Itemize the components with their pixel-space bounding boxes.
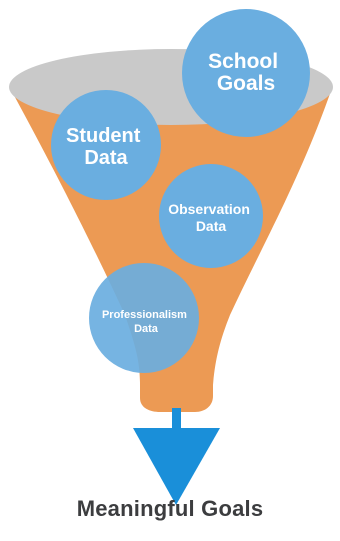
- arrow-shaft: [172, 408, 181, 430]
- arrow-head-icon: [133, 428, 220, 505]
- bubble-observation-data: Observation Data: [159, 164, 263, 268]
- bubble-school-goals: School Goals: [182, 9, 310, 137]
- svg-text:Professionalism Data: Professionalism Data: [102, 309, 190, 335]
- svg-text:School Goals: School Goals: [208, 50, 284, 95]
- result-label: Meaningful Goals: [76, 496, 264, 521]
- svg-text:Student Data: Student Data: [66, 125, 146, 169]
- bubble-student-data: Student Data: [51, 90, 161, 200]
- svg-text:Observation Data: Observation Data: [168, 201, 254, 234]
- bubble-professionalism-data: Professionalism Data: [89, 263, 199, 373]
